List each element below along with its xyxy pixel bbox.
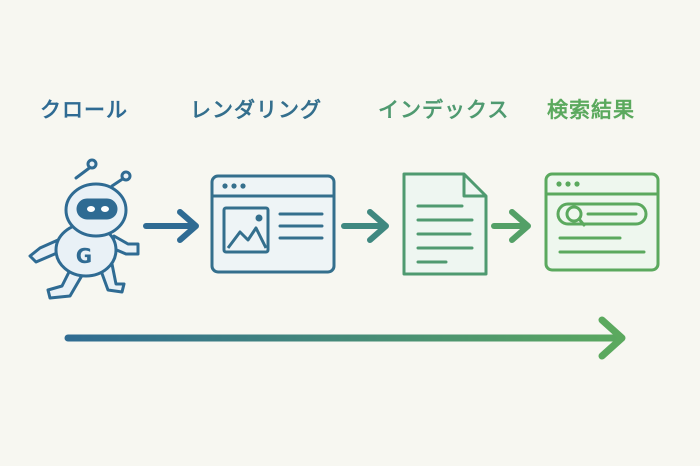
search-results-window-icon xyxy=(544,172,660,272)
arrow-icon xyxy=(491,209,531,243)
document-icon xyxy=(402,172,488,276)
flow-arrow xyxy=(64,316,626,360)
browser-window-icon xyxy=(210,174,336,274)
arrow-icon xyxy=(143,209,199,243)
stage-label-results: 検索結果 xyxy=(547,98,635,122)
stage-label-index: インデックス xyxy=(378,98,510,122)
stage-label-crawl: クロール xyxy=(40,98,128,122)
robot-g-letter: G xyxy=(76,244,92,268)
stage-label-rendering: レンダリング xyxy=(190,98,322,122)
arrow-icon xyxy=(341,209,389,243)
robot-icon xyxy=(28,158,140,300)
